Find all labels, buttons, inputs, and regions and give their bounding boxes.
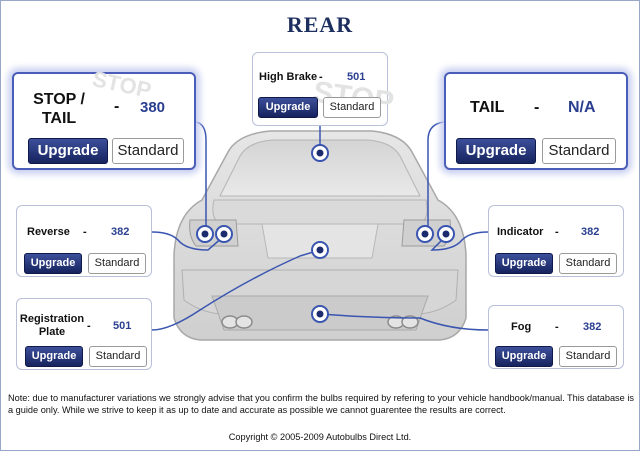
high-brake-label: High Brake [259,71,318,83]
registration-plate-upgrade-button[interactable]: Upgrade [25,346,83,367]
fog-label: Fog [511,321,532,333]
registration-plate-standard-button[interactable]: Standard [89,346,147,367]
stop-tail-panel: STOP STOP / TAIL - 380 Upgrade Standard [12,66,196,170]
registration-plate-value: 501 [113,320,132,332]
stop-tail-value: 380 [140,99,166,116]
disclaimer-note: Note: due to manufacturer variations we … [8,393,634,415]
registration-plate-label: Registration Plate [19,313,85,338]
high-brake-value: 501 [347,71,366,83]
indicator-upgrade-button[interactable]: Upgrade [495,253,553,274]
reverse-panel: Reverse - 382 Upgrade Standard [16,205,152,277]
high-brake-standard-button[interactable]: Standard [323,97,381,118]
stop-tail-upgrade-button[interactable]: Upgrade [28,138,108,164]
fog-value: 382 [583,321,602,333]
tail-upgrade-button[interactable]: Upgrade [456,138,536,164]
fog-panel: Fog - 382 Upgrade Standard [488,305,624,369]
tail-label: TAIL [470,99,505,116]
indicator-label: Indicator [497,226,544,238]
high-brake-upgrade-button[interactable]: Upgrade [258,97,318,118]
indicator-value: 382 [581,226,600,238]
fog-upgrade-button[interactable]: Upgrade [495,346,553,367]
reverse-dash: - [83,226,87,238]
fog-standard-button[interactable]: Standard [559,346,617,367]
fog-dash: - [555,321,559,333]
connector-lines [151,121,489,331]
indicator-panel: Indicator - 382 Upgrade Standard [488,205,624,277]
reverse-standard-button[interactable]: Standard [88,253,146,274]
high-brake-panel: STOP High Brake - 501 Upgrade Standard [252,52,396,126]
indicator-standard-button[interactable]: Standard [559,253,617,274]
high-brake-dash: - [319,71,323,83]
page-title: REAR [286,12,354,37]
tail-standard-button[interactable]: Standard [542,138,616,164]
reverse-upgrade-button[interactable]: Upgrade [24,253,82,274]
tail-dash: - [534,99,540,116]
indicator-dash: - [555,226,559,238]
stop-tail-label: STOP / TAIL [33,91,85,127]
stop-tail-standard-button[interactable]: Standard [112,138,184,164]
registration-plate-panel: Registration Plate - 501 Upgrade Standar… [16,298,152,370]
stop-tail-dash: - [114,98,120,115]
reverse-value: 382 [111,226,130,238]
reverse-label: Reverse [27,226,70,238]
registration-plate-dash: - [87,320,91,332]
tail-panel: TAIL - N/A Upgrade Standard [444,72,628,170]
tail-value: N/A [568,99,596,116]
copyright-text: Copyright © 2005-2009 Autobulbs Direct L… [228,432,412,442]
bulb-markers [196,144,455,323]
